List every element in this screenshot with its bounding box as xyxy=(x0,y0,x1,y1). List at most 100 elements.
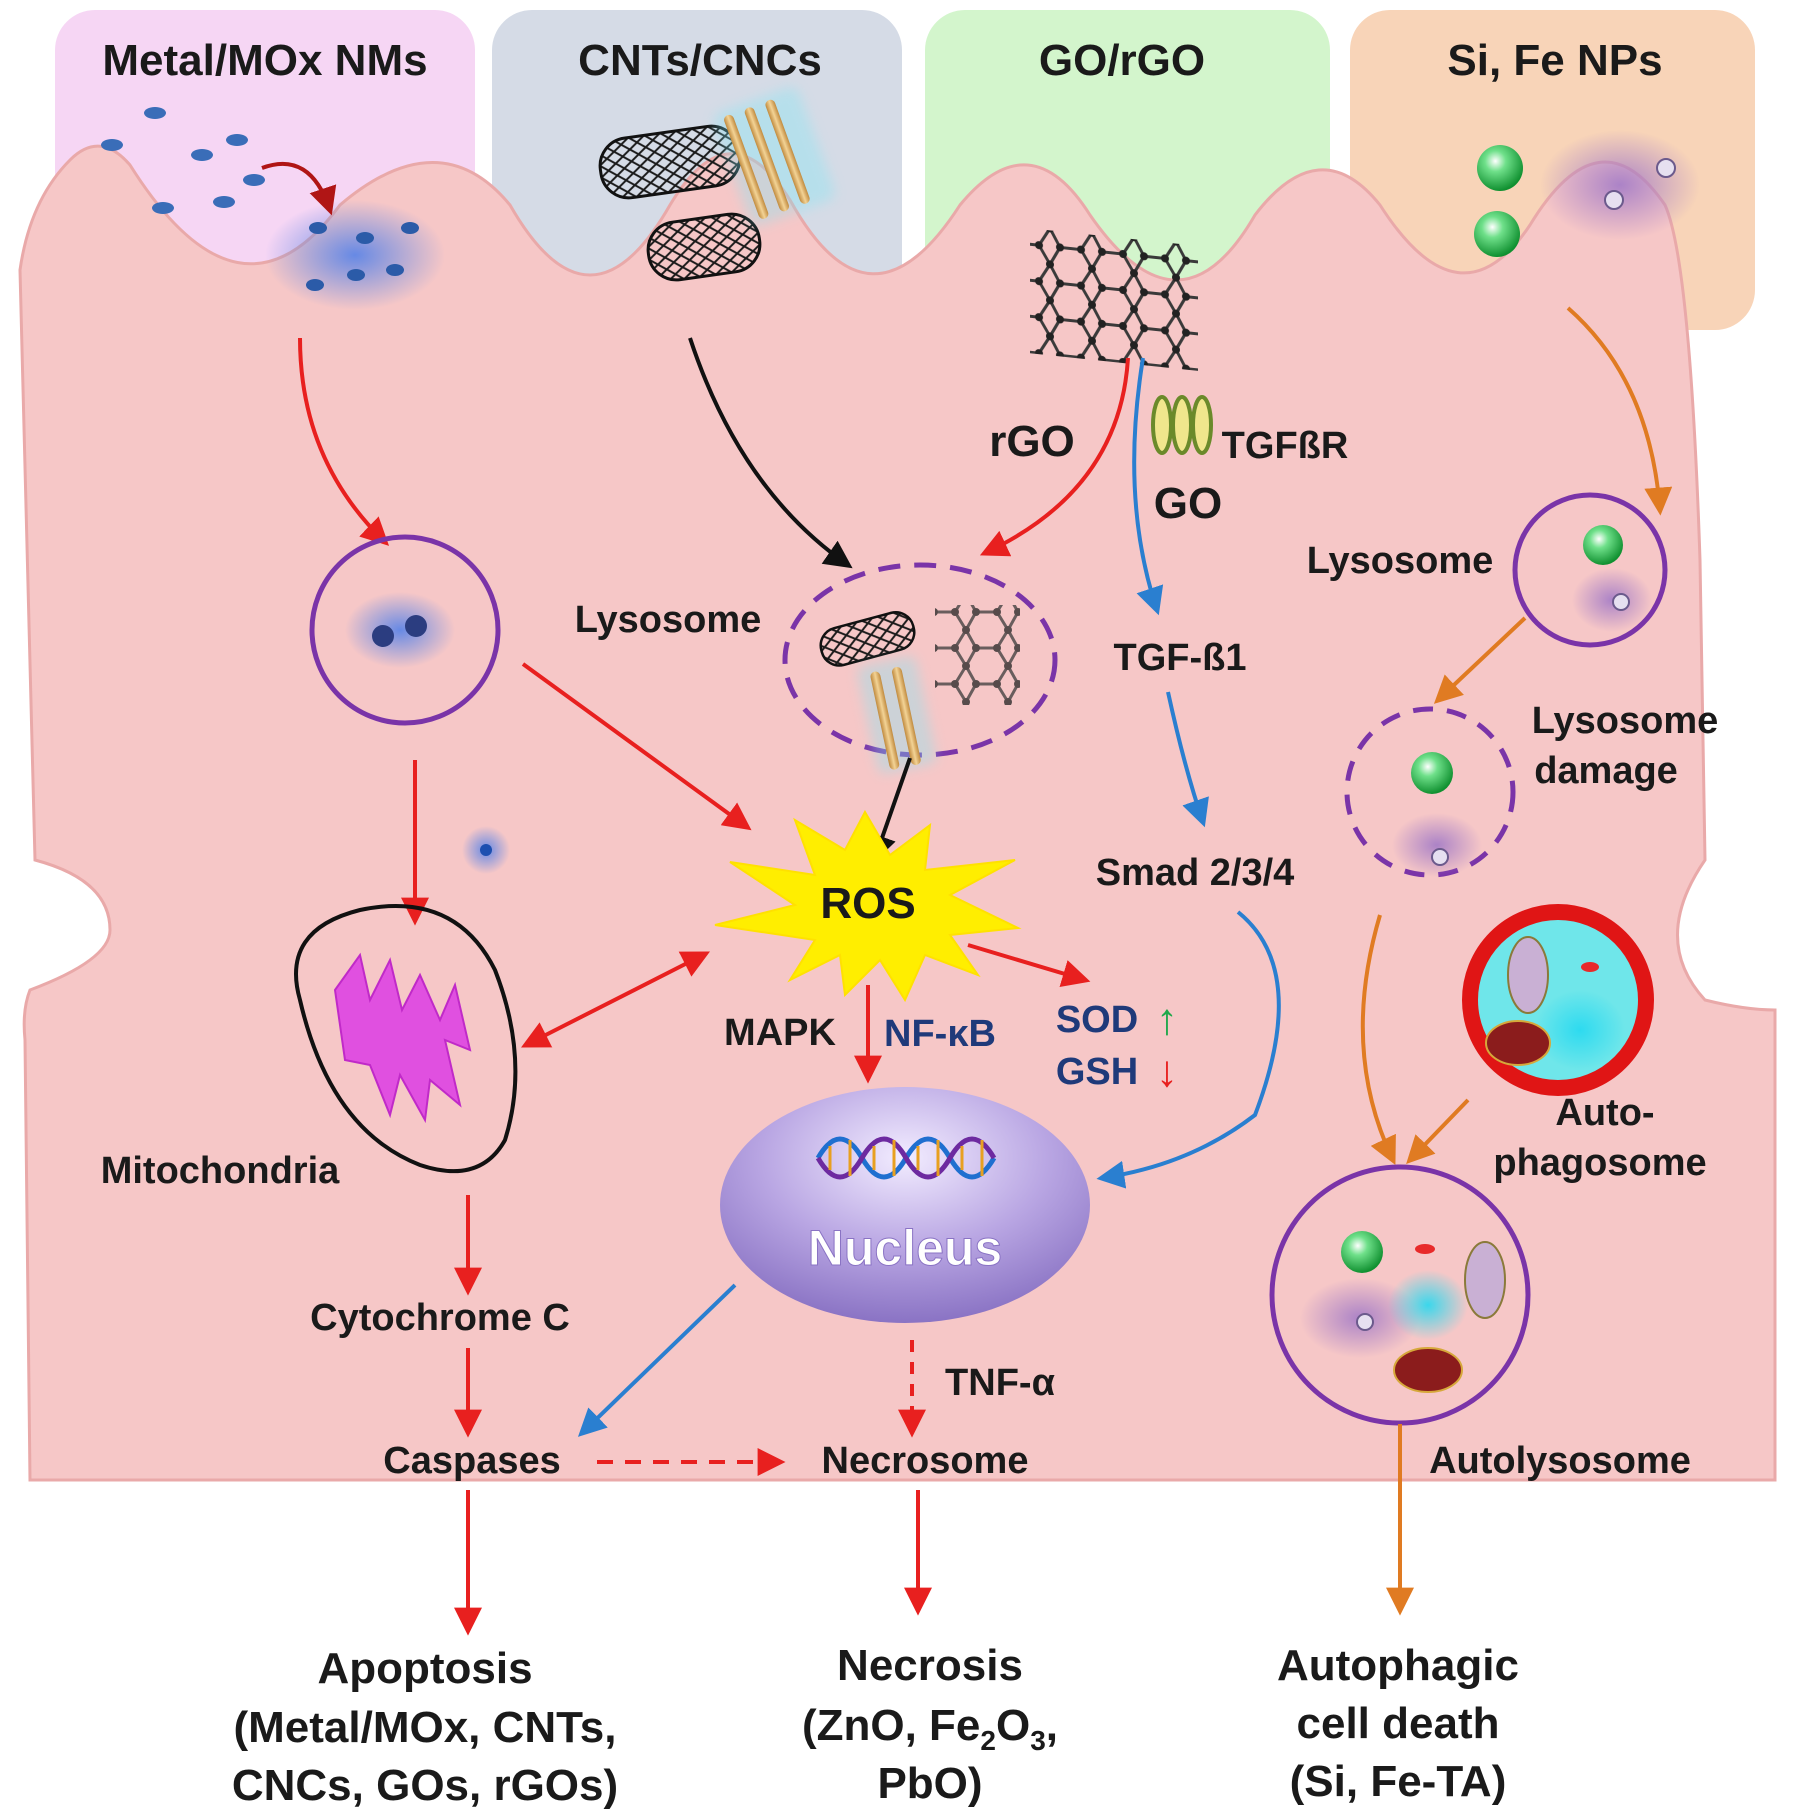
label-go: GO xyxy=(1154,479,1222,528)
label-lysosome-mid: Lysosome xyxy=(575,599,762,641)
arrow-mito-ros xyxy=(521,951,710,1048)
label-auto-2: phagosome xyxy=(1493,1142,1706,1184)
label-tgfbr: TGFßR xyxy=(1222,425,1349,467)
cell-body xyxy=(18,144,1777,1482)
label-caspases: Caspases xyxy=(383,1440,560,1482)
label-lysosome-damage-1: Lysosome xyxy=(1532,700,1719,742)
autophagosome-organelle xyxy=(1485,1020,1551,1066)
autophagic-line-1: Autophagic xyxy=(1277,1641,1519,1690)
gsh-down-arrow: ↓ xyxy=(1156,1047,1178,1096)
label-nfkb: NF-κB xyxy=(884,1013,996,1055)
metal-uptake-arrow xyxy=(261,161,337,216)
si-nanoparticle xyxy=(1411,752,1453,794)
fe-nanoparticle xyxy=(1604,190,1624,210)
arrow-tgfb1-to-smad xyxy=(1166,691,1209,828)
necrosis-line-3: PbO) xyxy=(877,1759,982,1808)
arrow-rgo-to-lysosome xyxy=(979,357,1130,557)
arrow-ros-to-antioxidants xyxy=(967,943,1091,987)
autophagosome-organelle xyxy=(1507,936,1549,1014)
arrow-metal-to-vesicle xyxy=(298,337,390,546)
cnt-tube-bottom xyxy=(646,212,762,282)
lysosome-damaged-haze xyxy=(1392,813,1482,877)
arrow-lysosome-to-damage xyxy=(1433,616,1527,704)
autophagic-line-2: cell death xyxy=(1297,1699,1500,1748)
label-sod: SOD xyxy=(1056,999,1138,1041)
autophagosome-haze xyxy=(1535,990,1625,1070)
label-mitochondria: Mitochondria xyxy=(101,1150,340,1192)
arrow-go-to-tgfb1 xyxy=(1132,357,1164,616)
nucleus xyxy=(720,1087,1090,1323)
label-necrosome: Necrosome xyxy=(822,1440,1029,1482)
arrow-vesicle-to-ros xyxy=(521,662,752,831)
label-smad: Smad 2/3/4 xyxy=(1096,852,1295,894)
label-ros: ROS xyxy=(820,879,915,928)
mitochondria-outline xyxy=(294,904,518,1174)
necrosis-line-2: (ZnO, Fe2O3, xyxy=(802,1701,1058,1756)
fe-nanoparticle xyxy=(1356,1313,1374,1331)
fe-nanoparticle xyxy=(1431,848,1449,866)
label-tgfb1: TGF-ß1 xyxy=(1114,637,1247,679)
label-lysosome-right: Lysosome xyxy=(1307,540,1494,582)
sod-up-arrow: ↑ xyxy=(1156,995,1178,1044)
arrow-cnt-to-lysosome xyxy=(688,337,853,569)
ros-burst xyxy=(714,809,1022,1003)
outcome-autophagic: Autophagic cell death (Si, Fe-TA) xyxy=(1277,1641,1519,1806)
mitochondria-cristae xyxy=(333,952,472,1124)
necrosis-line-1: Necrosis xyxy=(837,1641,1023,1690)
apoptosis-line-3: CNCs, GOs, rGOs) xyxy=(232,1761,618,1810)
header-metal: Metal/MOx NMs xyxy=(102,36,427,85)
tgfbr-receptor xyxy=(1151,395,1213,455)
arrow-smad-to-nucleus xyxy=(1096,910,1281,1189)
si-nanoparticle xyxy=(1474,211,1520,257)
header-cnt: CNTs/CNCs xyxy=(578,36,822,85)
lysosome-graphene-content xyxy=(935,605,1020,705)
si-nanoparticle xyxy=(1341,1231,1383,1273)
apoptosis-line-1: Apoptosis xyxy=(317,1644,532,1693)
arrow-damage-to-autolysosome xyxy=(1360,914,1396,1166)
label-cytochrome: Cytochrome C xyxy=(310,1297,570,1339)
graphene-sheet xyxy=(1030,228,1198,371)
apoptosis-line-2: (Metal/MOx, CNTs, xyxy=(233,1703,616,1752)
fe-nanoparticle xyxy=(1656,158,1676,178)
arrow-autophagosome-to-autolysosome xyxy=(1406,1098,1470,1165)
autolysosome-organelle xyxy=(1393,1347,1463,1393)
label-gsh: GSH xyxy=(1056,1051,1138,1093)
autolysosome xyxy=(1269,1164,1531,1426)
label-nucleus: Nucleus xyxy=(808,1220,1003,1276)
si-nanoparticle xyxy=(1583,525,1623,565)
label-autolysosome: Autolysosome xyxy=(1429,1440,1691,1482)
lysosome-damaged xyxy=(1344,706,1516,878)
lysosome-cnt-content xyxy=(819,611,937,774)
outcome-apoptosis: Apoptosis (Metal/MOx, CNTs, CNCs, GOs, r… xyxy=(232,1644,618,1810)
outcome-necrosis: Necrosis (ZnO, Fe2O3, PbO) xyxy=(802,1641,1058,1808)
autophagic-line-3: (Si, Fe-TA) xyxy=(1290,1757,1507,1806)
label-tnf: TNF-α xyxy=(945,1362,1055,1404)
autophagosome-dot xyxy=(1581,962,1599,972)
label-mapk: MAPK xyxy=(724,1012,836,1054)
fe-nanoparticle xyxy=(1612,593,1630,611)
autolysosome-haze-cyan xyxy=(1388,1270,1468,1340)
autolysosome-organelle xyxy=(1464,1241,1506,1319)
header-go: GO/rGO xyxy=(1039,36,1205,85)
metal-nanoparticles xyxy=(101,107,265,214)
arrow-nucleus-to-caspases xyxy=(577,1283,737,1437)
cnc-rods xyxy=(714,87,835,226)
lysosome-right-haze xyxy=(1572,568,1652,632)
metal-vesicle-haze xyxy=(345,592,455,668)
metal-cluster-uptake xyxy=(265,200,445,310)
si-nanoparticle xyxy=(1477,145,1523,191)
released-ion-core xyxy=(480,844,492,856)
metal-particle xyxy=(405,615,427,637)
header-sife: Si, Fe NPs xyxy=(1447,36,1662,85)
label-auto-1: Auto- xyxy=(1555,1092,1654,1134)
arrow-sife-to-lysosome xyxy=(1566,306,1673,516)
dna-icon xyxy=(815,1136,997,1180)
autolysosome-dot xyxy=(1415,1244,1435,1254)
label-lysosome-damage-2: damage xyxy=(1534,750,1678,792)
label-rgo: rGO xyxy=(989,417,1075,466)
lysosome-right xyxy=(1512,492,1668,648)
metal-vesicle xyxy=(309,534,501,726)
fe-haze xyxy=(1540,130,1700,240)
metal-particle xyxy=(372,625,394,647)
